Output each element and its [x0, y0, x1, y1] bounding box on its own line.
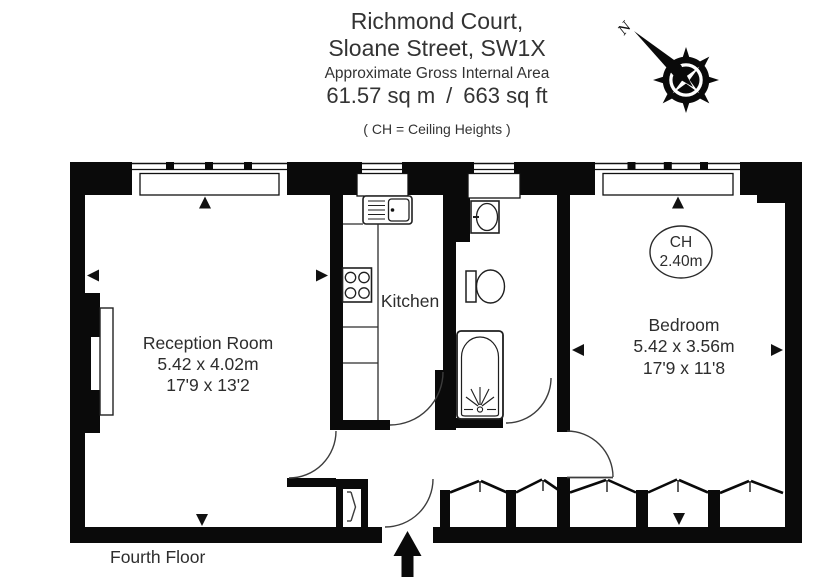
reception-size-imperial: 17'9 x 13'2 — [166, 375, 250, 395]
bathroom-door-arc — [505, 377, 552, 424]
reception-arrow-down — [196, 514, 208, 526]
bedroom-arrow-up — [672, 196, 684, 209]
ch-value: 2.40m — [659, 253, 702, 270]
bathroom-fixtures — [456, 200, 506, 420]
wardrobe-doors — [449, 478, 784, 495]
bedroom-size-imperial: 17'9 x 11'8 — [643, 358, 725, 378]
shower-symbol — [464, 387, 496, 413]
reception-door-arc — [288, 430, 337, 479]
bedroom-size-metric: 5.42 x 3.56m — [633, 336, 734, 356]
area-caption: Approximate Gross Internal Area — [324, 65, 550, 82]
north-needle — [634, 31, 693, 87]
bedroom-door — [566, 430, 614, 479]
ch-label: CH — [670, 234, 692, 251]
entrance-door-arc — [384, 478, 434, 528]
kitchen-name: Kitchen — [381, 291, 439, 311]
floor-label: Fourth Floor — [110, 547, 205, 567]
reception-name: Reception Room — [143, 333, 273, 353]
north-label: N — [614, 18, 635, 39]
wash-basin — [470, 200, 500, 234]
bathroom-window — [467, 162, 521, 199]
plan-title-block: Richmond Court, Sloane Street, SW1X Appr… — [37, 8, 836, 137]
street-address: Sloane Street, SW1X — [328, 35, 546, 61]
closet-door — [347, 491, 357, 522]
hall-wardrobe — [449, 478, 561, 494]
bedroom-arrow-left — [572, 344, 584, 356]
bedroom-arrow-right — [771, 344, 783, 356]
reception-arrow-up — [199, 196, 211, 209]
hob — [341, 267, 373, 303]
reception-arrow-right — [316, 269, 328, 282]
ch-legend: ( CH = Ceiling Heights ) — [363, 121, 511, 137]
windows — [132, 162, 740, 199]
reception-window — [132, 162, 287, 196]
reception-arrow-left — [87, 269, 99, 282]
bedroom-window — [595, 162, 740, 196]
reception-size-metric: 5.42 x 4.02m — [157, 354, 258, 374]
kitchen-window — [356, 162, 409, 197]
bathtub — [456, 330, 504, 420]
measurement-arrows — [87, 196, 783, 526]
door-arcs — [288, 371, 614, 528]
reception-room-label: Reception Room 5.42 x 4.02m 17'9 x 13'2 — [143, 333, 273, 395]
bedroom-wardrobe — [569, 478, 784, 495]
bedroom-label: CH 2.40m Bedroom 5.42 x 3.56m 17'9 x 11'… — [633, 225, 735, 378]
ceiling-height-ellipse — [649, 225, 713, 279]
compass-rose: N — [614, 18, 719, 113]
bedroom-arrow-down — [673, 513, 685, 525]
room-labels: Reception Room 5.42 x 4.02m 17'9 x 13'2 … — [143, 225, 735, 395]
kitchen-fixtures — [341, 195, 413, 420]
kitchen-door-arc — [389, 371, 444, 426]
bedroom-name: Bedroom — [648, 315, 719, 335]
building-name: Richmond Court, — [350, 8, 524, 34]
entrance-arrow — [393, 531, 422, 577]
toilet — [465, 269, 506, 304]
area-value: 61.57 sq m / 663 sq ft — [326, 83, 548, 108]
kitchen-sink — [362, 195, 413, 225]
fireplace — [91, 307, 114, 416]
walls — [70, 162, 802, 543]
kitchen-counter — [343, 223, 379, 420]
